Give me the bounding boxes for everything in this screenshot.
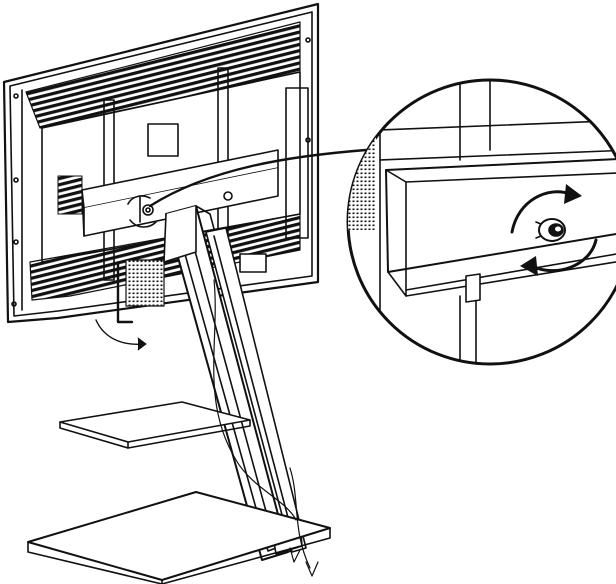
cable-arrow-icon bbox=[213, 279, 319, 577]
base-plate bbox=[27, 491, 331, 584]
stand-column bbox=[163, 205, 307, 561]
glass-shelf bbox=[59, 401, 251, 449]
zoom-detail bbox=[346, 78, 616, 366]
bracket-knob bbox=[127, 191, 233, 228]
wrench-icon bbox=[116, 262, 134, 324]
vesa-plate bbox=[125, 253, 267, 307]
tv-bracket bbox=[81, 149, 279, 237]
rotate-arrow-icon bbox=[95, 319, 147, 351]
leader-line bbox=[148, 148, 368, 208]
